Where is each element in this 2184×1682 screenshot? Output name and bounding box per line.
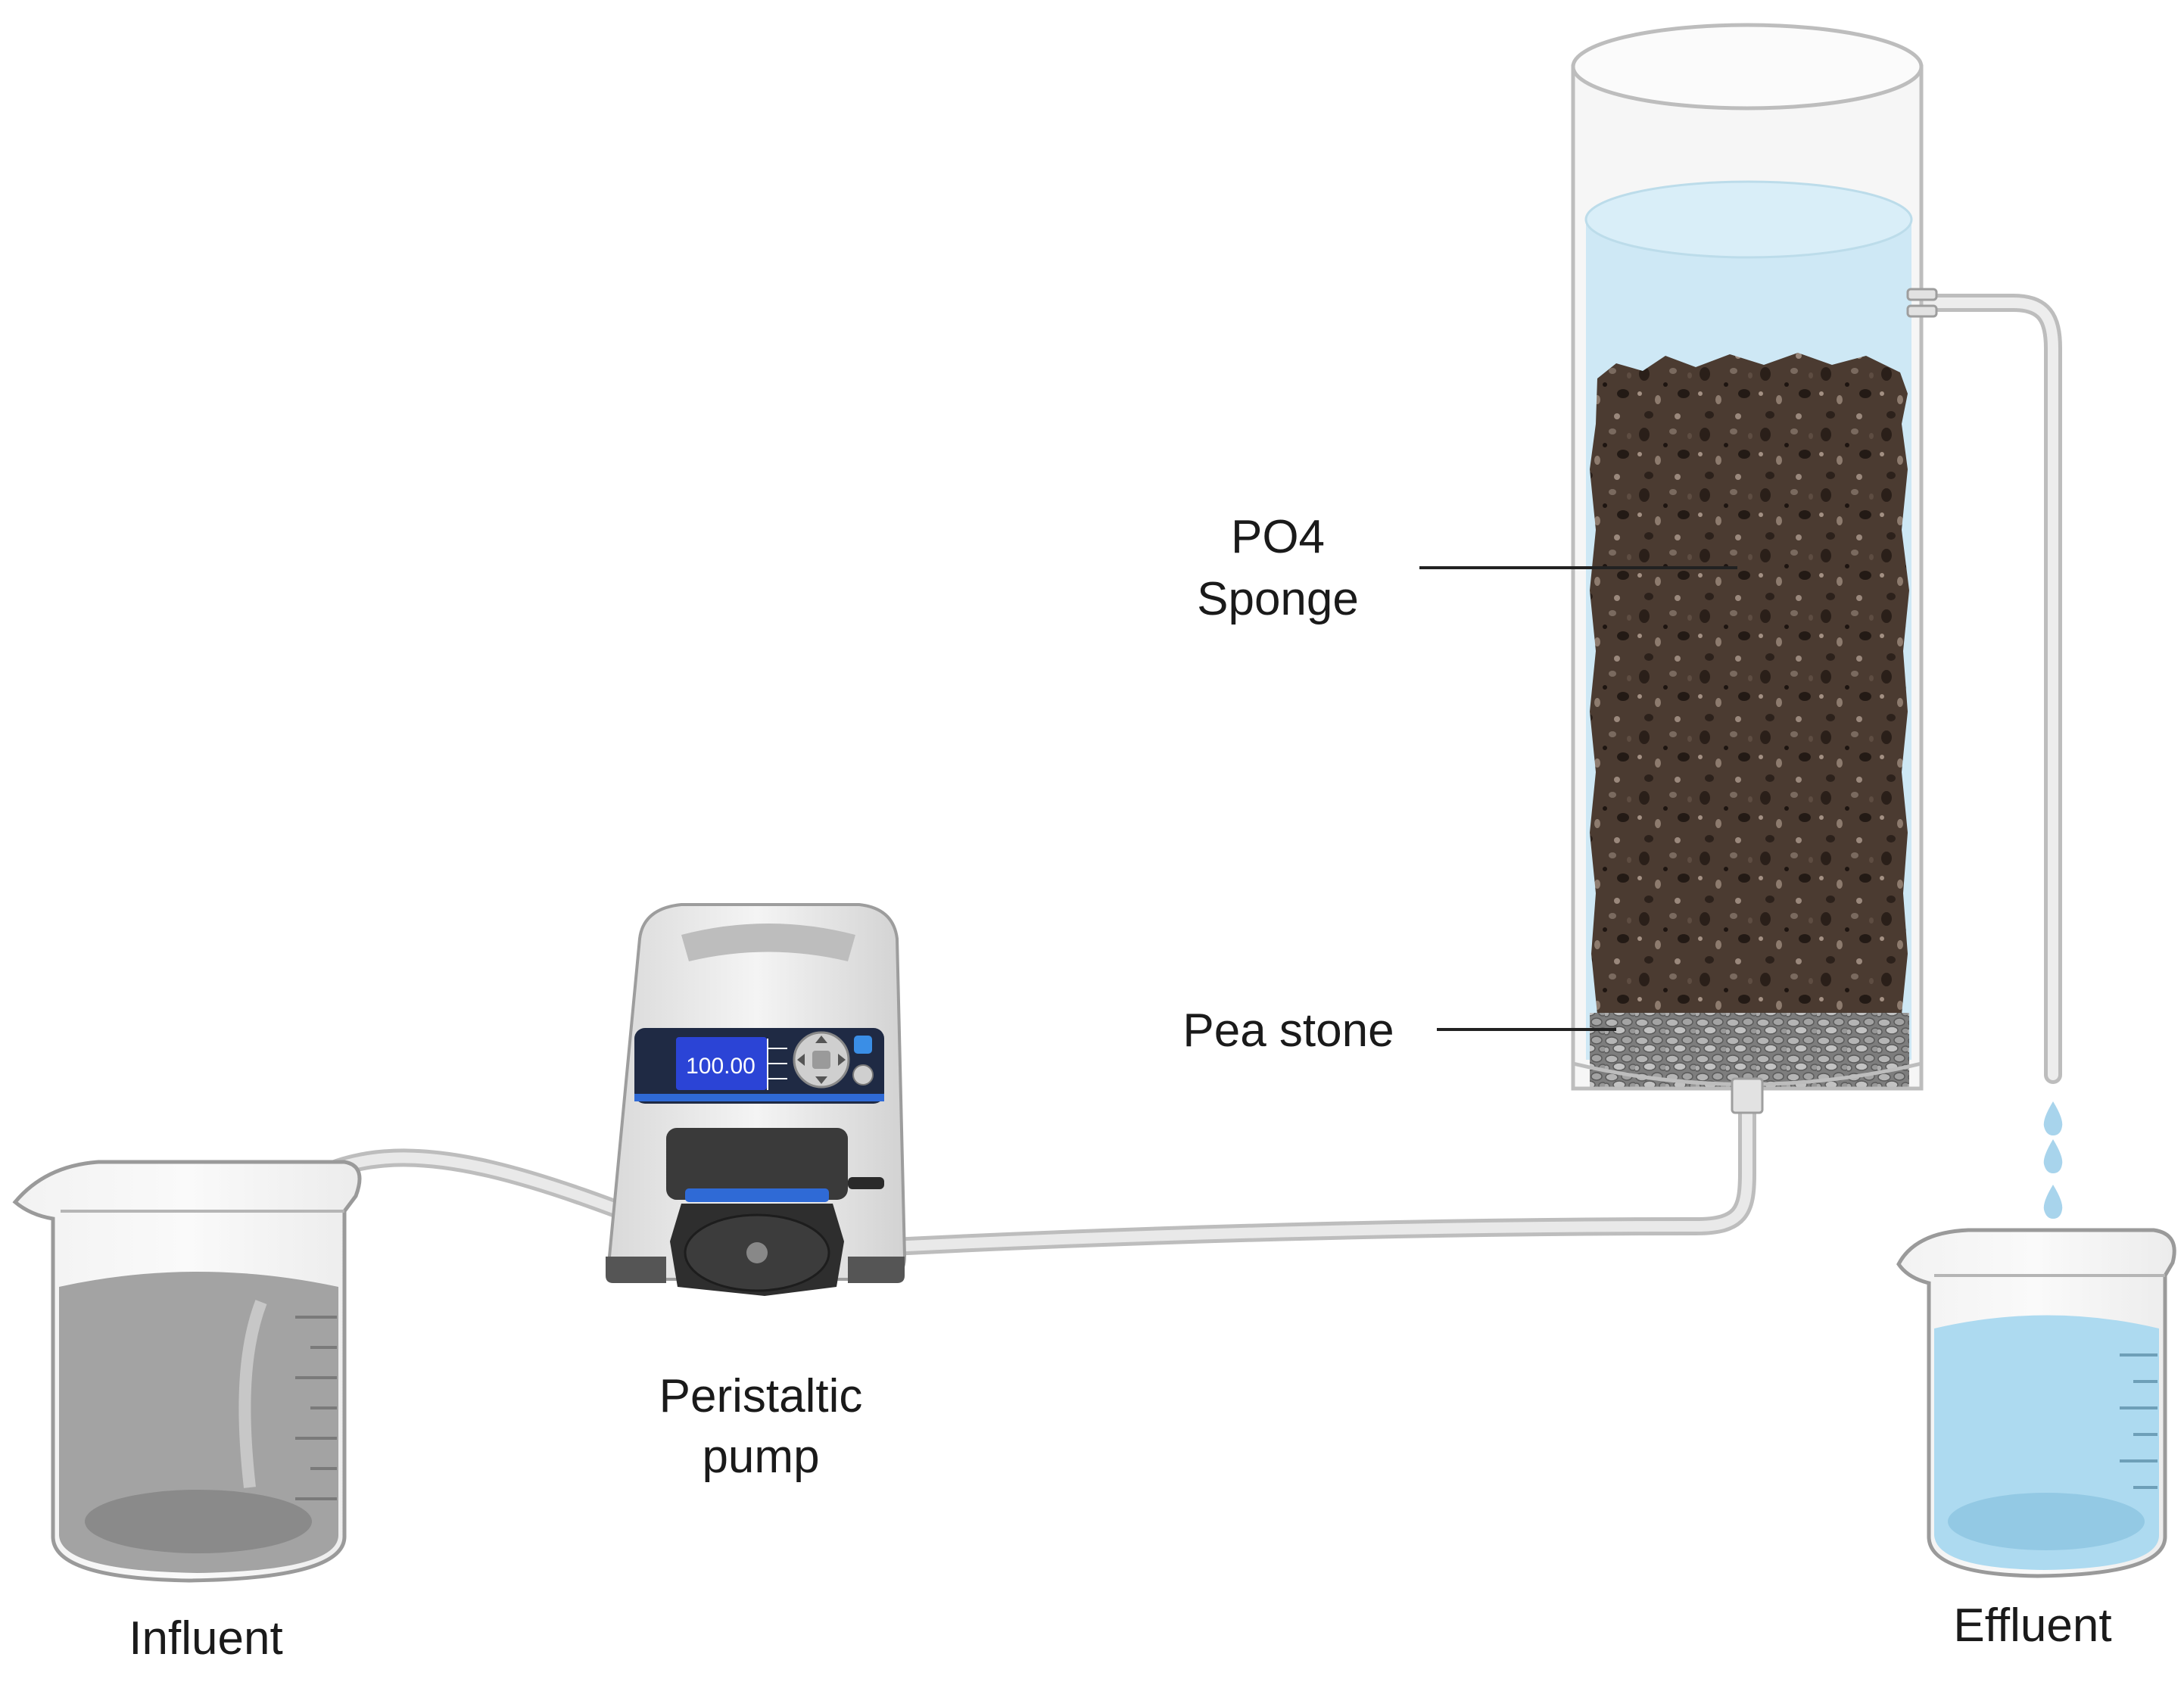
fast-forward-button-icon <box>852 1064 874 1086</box>
outlet-tube <box>1910 294 2062 1084</box>
droplets <box>2043 1101 2063 1219</box>
po4-sponge <box>1590 353 1909 1014</box>
effluent-beaker <box>1896 1228 2176 1578</box>
sponge-label-line2: Sponge <box>1197 573 1359 625</box>
influent-beaker <box>12 1160 362 1583</box>
filter-column <box>1571 23 1938 1114</box>
influent-label: Influent <box>129 1612 282 1665</box>
water-droplet-icon <box>2043 1139 2063 1173</box>
play-pause-button-icon <box>854 1036 872 1054</box>
pump-label-line2: pump <box>702 1431 819 1483</box>
peristaltic-pump: 100.00 <box>606 903 907 1296</box>
peristaltic-pump-icon: 100.00 <box>606 903 907 1296</box>
effluent-label: Effluent <box>1953 1599 2111 1652</box>
water-droplet-icon <box>2043 1101 2063 1135</box>
filter-column-icon <box>1571 23 1938 1114</box>
beaker-icon <box>1896 1228 2176 1578</box>
beaker-icon <box>12 1160 362 1583</box>
sponge-label-line1: PO4 <box>1231 511 1325 563</box>
pea-stone-label: Pea stone <box>1182 1005 1394 1057</box>
pump-keypad <box>793 1031 850 1089</box>
pump-display-value: 100.00 <box>686 1054 756 1079</box>
pump-display <box>676 1037 767 1090</box>
pump-head <box>666 1128 884 1296</box>
pump-label-line1: Peristaltic <box>659 1370 863 1422</box>
water-droplet-icon <box>2043 1185 2063 1219</box>
